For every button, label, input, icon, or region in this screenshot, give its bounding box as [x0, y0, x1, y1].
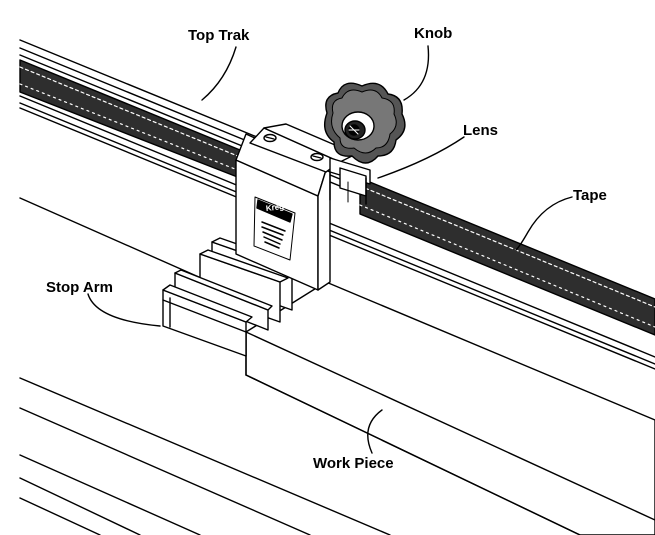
leader-stop-arm	[87, 293, 161, 327]
stop-bracket	[235, 123, 357, 291]
knob	[324, 82, 406, 164]
work-piece	[245, 281, 655, 535]
leader-knob	[403, 45, 430, 101]
label-work-piece: Work Piece	[313, 455, 394, 472]
label-top-trak: Top Trak	[188, 27, 250, 44]
leader-top-trak	[201, 46, 237, 101]
label-lens: Lens	[463, 122, 499, 139]
tape-strip	[19, 59, 655, 336]
leader-lens	[377, 136, 465, 179]
label-knob: Knob	[414, 25, 453, 42]
label-stop-arm: Stop Arm	[46, 279, 113, 296]
leader-lines	[87, 45, 573, 454]
leader-work-piece	[367, 409, 383, 454]
label-tape: Tape	[573, 187, 607, 204]
lens-window	[329, 157, 371, 205]
leader-tape	[515, 196, 573, 251]
